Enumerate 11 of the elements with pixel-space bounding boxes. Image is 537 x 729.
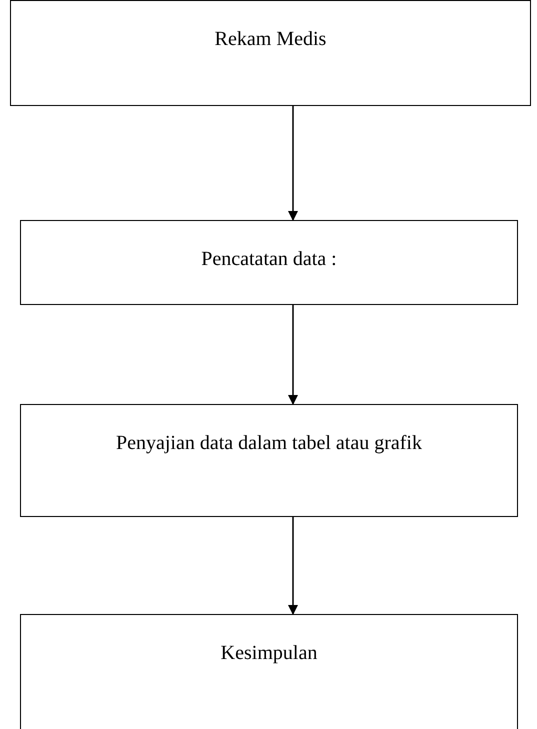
process-box — [20, 220, 518, 305]
box-text: Rekam Medis — [214, 27, 326, 52]
arrow — [288, 517, 298, 615]
box-text: Pencatatan data : — [201, 247, 337, 272]
arrow — [288, 106, 298, 221]
process-box — [10, 0, 531, 106]
process-box — [20, 614, 518, 729]
arrow — [288, 305, 298, 405]
box-text: Penyajian data dalam tabel atau grafik — [116, 431, 422, 456]
process-box — [20, 404, 518, 517]
box-text: Kesimpulan — [220, 641, 318, 666]
